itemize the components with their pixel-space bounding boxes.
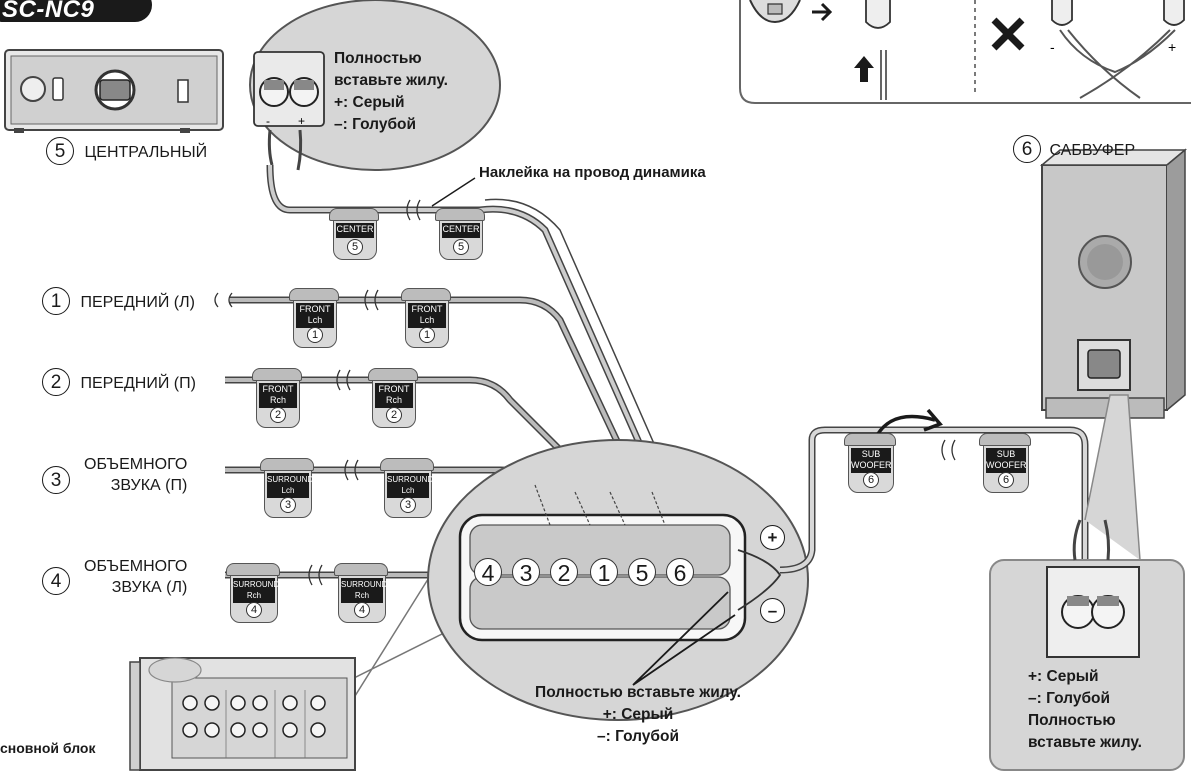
subwoofer-label: 6 САБВУФЕР (1013, 135, 1135, 163)
instruction-box: - + (739, 0, 1191, 104)
main-terminal-note: Полностью вставьте жилу. +: Серый –: Гол… (535, 684, 741, 745)
center-note-line3: +: Серый (334, 94, 405, 111)
subwoofer-terminal-note: +: Серый –: Голубой Полностью вставьте ж… (1028, 668, 1142, 751)
speaker-number-3: 3 (42, 466, 70, 494)
terminal-number: 2 (550, 558, 578, 586)
sticker-label: Наклейка на провод динамика (479, 164, 706, 181)
center-speaker (4, 49, 224, 133)
svg-text:+: + (1168, 39, 1176, 55)
main-unit (129, 657, 356, 771)
subwoofer-terminal-magnifier (989, 519, 1185, 771)
center-note-line4: –: Голубой (334, 116, 417, 133)
svg-text:+: + (298, 114, 305, 128)
subwoofer-speaker (1039, 148, 1188, 419)
center-note: Полностью вставьте жилу. +: Серый –: Гол… (334, 48, 448, 136)
main-unit-label: сновной блок (0, 740, 96, 756)
cross-icon (991, 17, 1025, 51)
model-name: SC-NC9 (2, 0, 95, 23)
minus-symbol: – (760, 598, 785, 623)
center-terminal-magnifier: - + (249, 0, 501, 171)
center-note-line2: вставьте жилу. (334, 72, 448, 89)
svg-text:-: - (266, 114, 270, 128)
center-note-line1: Полностью (334, 50, 422, 67)
terminal-number: 6 (666, 558, 694, 586)
model-badge (0, 0, 152, 22)
arrow-right-icon (812, 2, 833, 22)
speaker-number: 1 (42, 287, 70, 315)
speaker-label-surround-r: ОБЪЕМНОГО ЗВУКА (Л) (84, 558, 188, 596)
center-speaker-label: 5 ЦЕНТРАЛЬНЫЙ (46, 137, 207, 165)
plus-symbol: + (760, 525, 785, 550)
terminal-number: 3 (512, 558, 540, 586)
speaker-label-front-r: 2 ПЕРЕДНИЙ (П) (42, 368, 196, 396)
speaker-number: 2 (42, 368, 70, 396)
speaker-number: 5 (46, 137, 74, 165)
terminal-number: 1 (590, 558, 618, 586)
terminal-number: 5 (628, 558, 656, 586)
terminal-number: 4 (474, 558, 502, 586)
arrow-up-icon (854, 56, 874, 82)
speaker-label-surround-l: ОБЪЕМНОГО ЗВУКА (П) (84, 456, 188, 494)
svg-text:-: - (1050, 39, 1055, 55)
speaker-label-front-l: 1 ПЕРЕДНИЙ (Л) (42, 287, 195, 315)
speaker-number-4: 4 (42, 567, 70, 595)
speaker-number: 6 (1013, 135, 1041, 163)
